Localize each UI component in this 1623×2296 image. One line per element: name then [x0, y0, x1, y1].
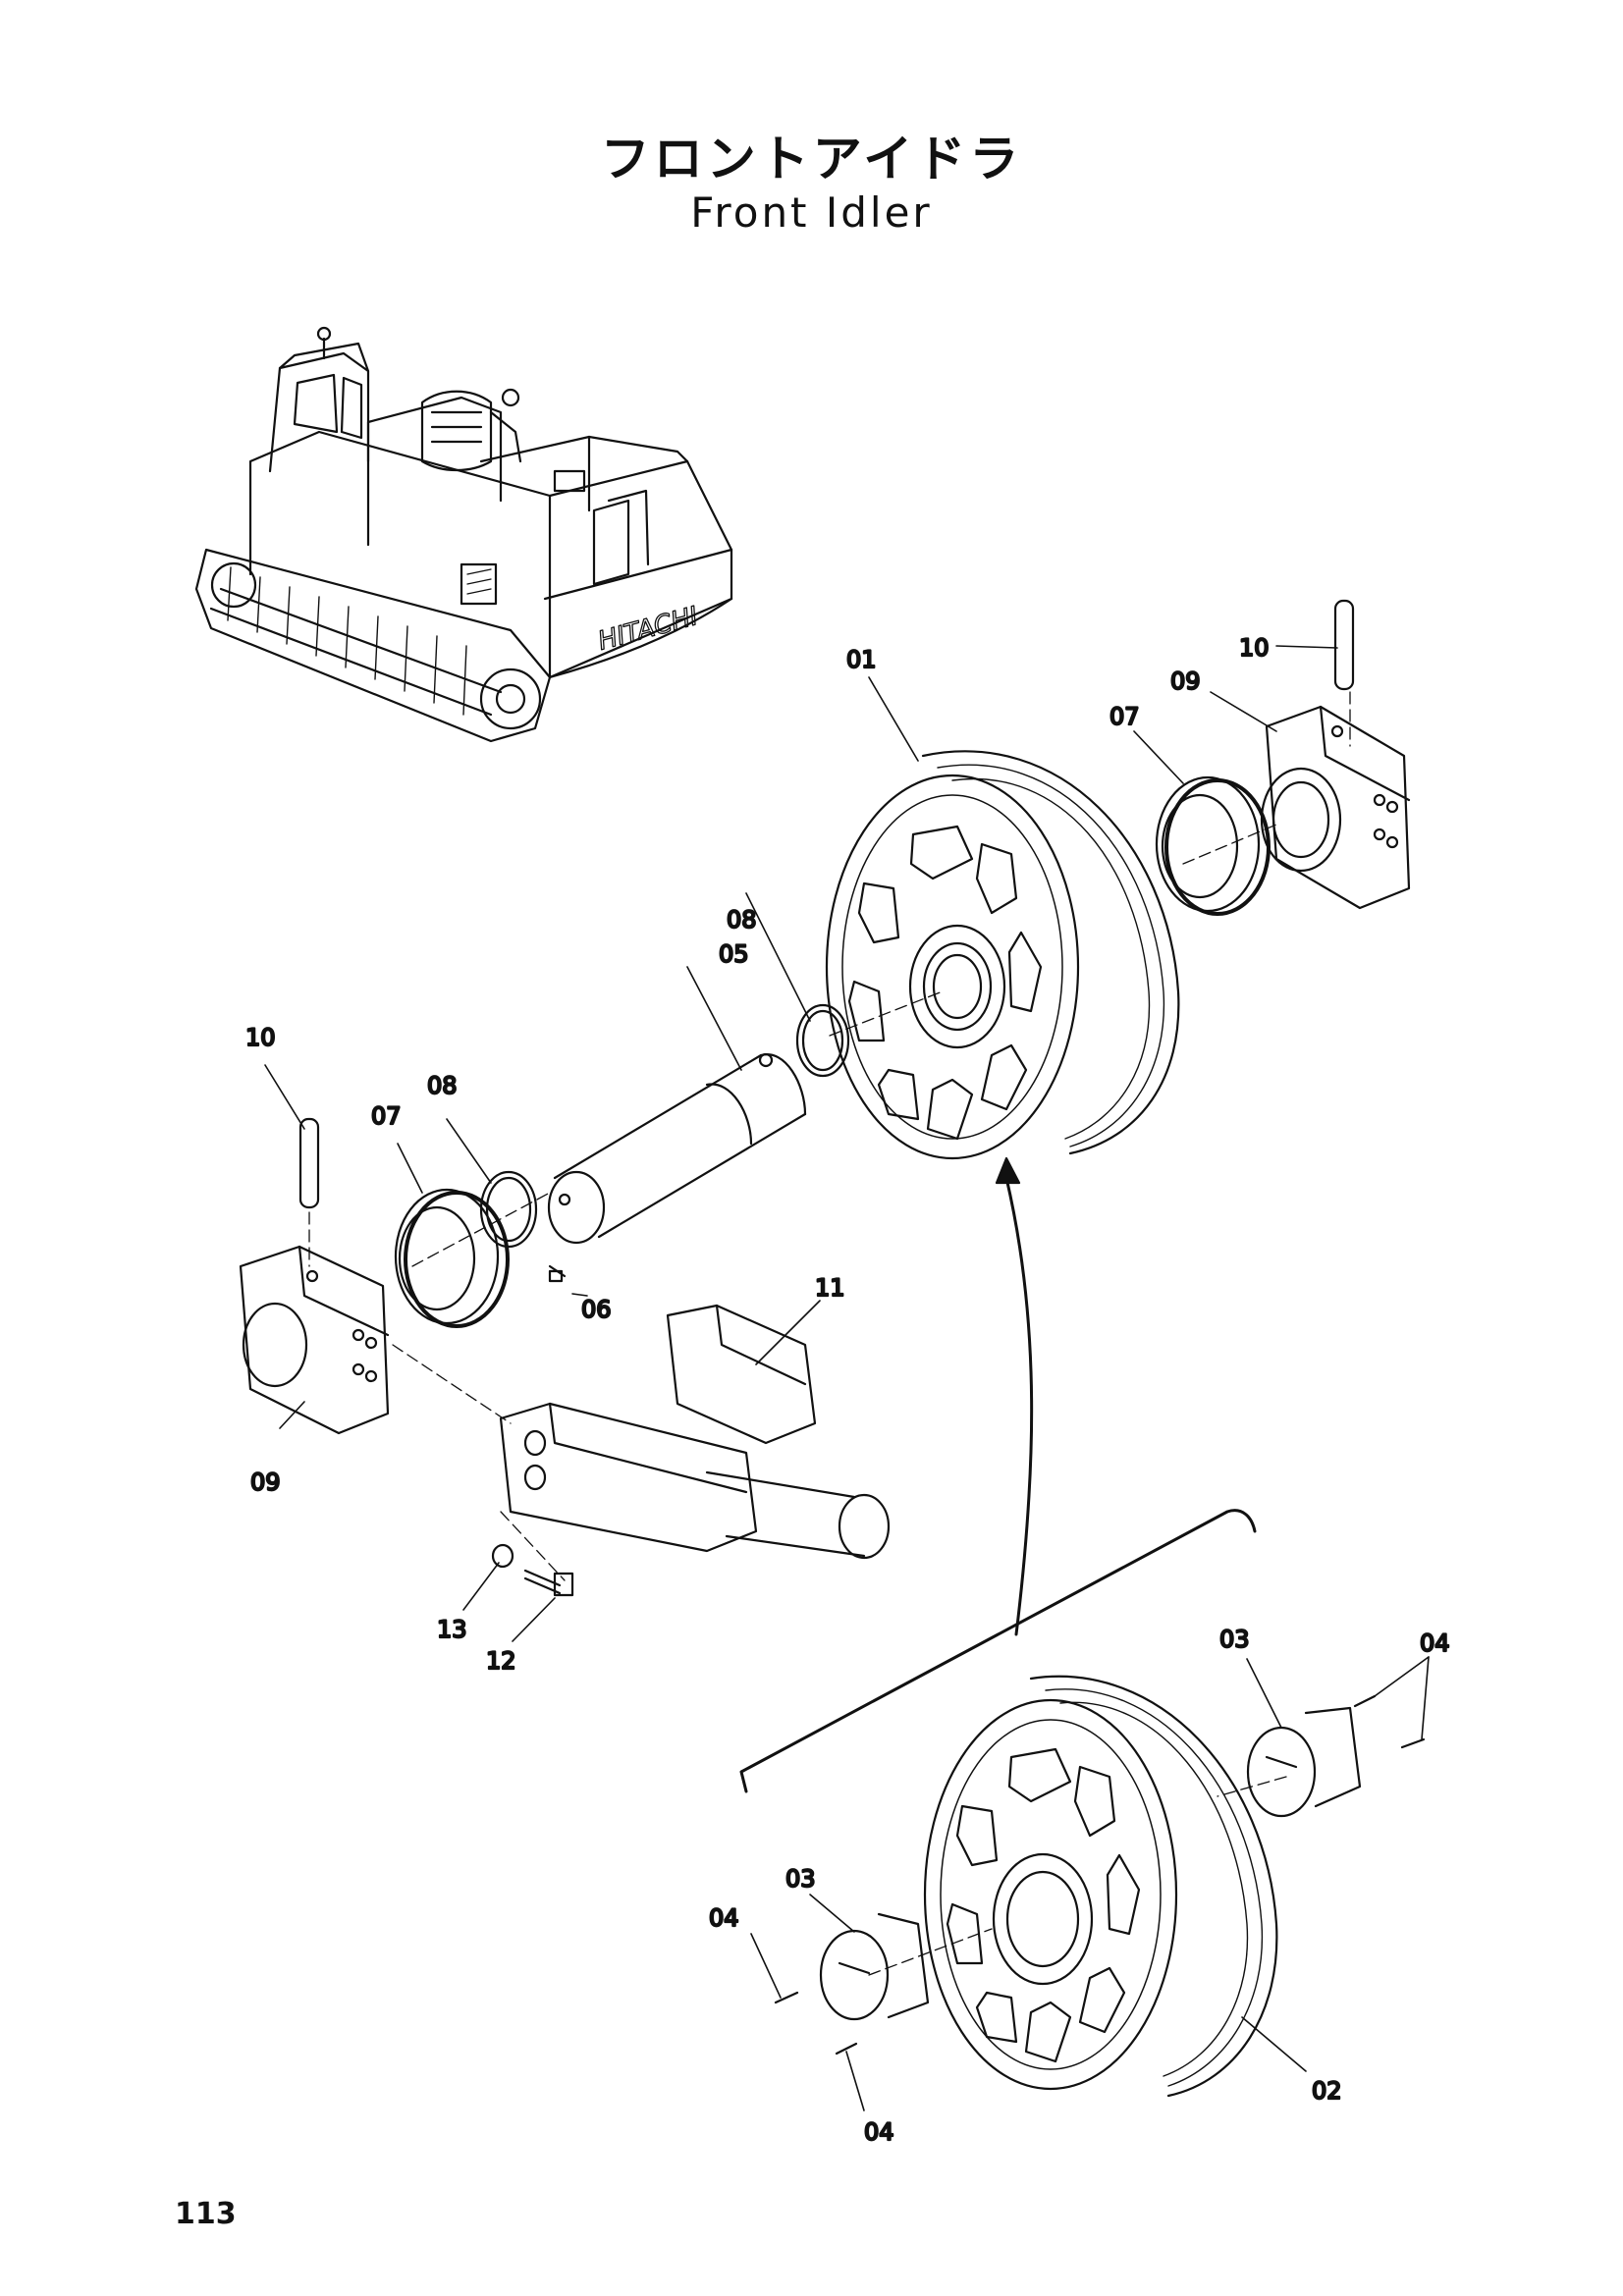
callout-labels: 01 02 03 03 04 04 04 05 06 07 07 08 08 0… [244, 633, 1451, 2147]
callout-08-left: 08 [427, 1072, 458, 1099]
callout-08-right: 08 [727, 906, 757, 934]
callout-03-left: 03 [785, 1865, 816, 1893]
callout-10-left: 10 [245, 1024, 276, 1051]
callout-04-left-lower: 04 [864, 2118, 894, 2146]
page-title-japanese: フロントアイドラ [600, 131, 1023, 187]
page-number: 113 [175, 2197, 237, 2231]
assembly-arrow [739, 1156, 1257, 1793]
callout-06: 06 [581, 1296, 612, 1323]
set-screw-04 [774, 1694, 1426, 2056]
front-idler-wheel-02 [923, 1675, 1278, 2098]
bolt-12 [523, 1569, 574, 1597]
floating-seal-07-right [1155, 775, 1271, 916]
page-title-english: Front Idler [690, 188, 933, 237]
o-ring-08-left [479, 1170, 538, 1249]
washer-13 [491, 1543, 514, 1569]
callout-12: 12 [486, 1647, 516, 1675]
callout-09-right: 09 [1170, 667, 1201, 695]
bearing-support-09-right [1260, 705, 1411, 910]
screw-06 [548, 1264, 567, 1283]
callout-04-right: 04 [1420, 1629, 1450, 1657]
pin-10-left [298, 1117, 320, 1209]
callout-11: 11 [815, 1274, 845, 1302]
excavator-illustration: HITACHI [194, 326, 733, 743]
front-idler-wheel-01 [825, 750, 1180, 1160]
yoke-bracket-11 [499, 1304, 891, 1560]
callout-04-left-upper: 04 [709, 1904, 739, 1932]
assembly-axis-lines [308, 691, 1351, 1976]
callout-07-right: 07 [1109, 703, 1140, 730]
callout-02: 02 [1312, 2077, 1342, 2105]
bearing-support-09-left [239, 1245, 390, 1435]
bushing-03-right [1246, 1706, 1362, 1818]
callout-09-left: 09 [250, 1468, 281, 1496]
callout-03-right: 03 [1219, 1626, 1250, 1653]
floating-seal-07-left [394, 1188, 510, 1328]
callout-07-left: 07 [371, 1102, 402, 1130]
o-ring-08-right [795, 1003, 850, 1078]
callout-leader-lines [264, 645, 1430, 2111]
callout-13: 13 [437, 1616, 467, 1643]
callout-01: 01 [846, 646, 877, 673]
pin-10-right [1333, 599, 1355, 691]
bushing-03-left [819, 1912, 930, 2021]
callout-05: 05 [719, 940, 749, 968]
hitachi-logo: HITACHI [595, 602, 701, 657]
callout-10-right: 10 [1239, 634, 1270, 662]
shaft-05 [547, 1052, 807, 1245]
